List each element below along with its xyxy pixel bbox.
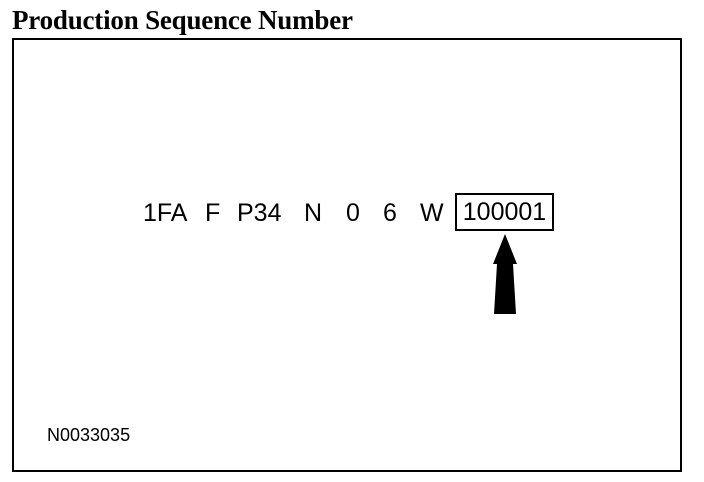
vin-segment-wmi: 1FA (143, 199, 188, 227)
arrow-up-icon (493, 234, 517, 314)
vin-code: 1FA F P34 N 0 6 W (0, 194, 704, 232)
vin-segment-plant: W (420, 199, 444, 227)
vin-segment-model-year: 6 (383, 199, 397, 227)
sequence-number-box: 100001 (455, 193, 554, 231)
figure-id: N0033035 (47, 425, 131, 445)
diagram-frame (12, 38, 682, 472)
vin-segment-restraint: F (205, 199, 221, 227)
page-title: Production Sequence Number (12, 5, 353, 35)
vin-segment-check-digit: 0 (346, 199, 360, 227)
arrow-up-icon-shape (493, 234, 517, 314)
vin-segment-line-series-body: P34 (237, 199, 282, 227)
vin-segment-engine: N (304, 199, 323, 227)
